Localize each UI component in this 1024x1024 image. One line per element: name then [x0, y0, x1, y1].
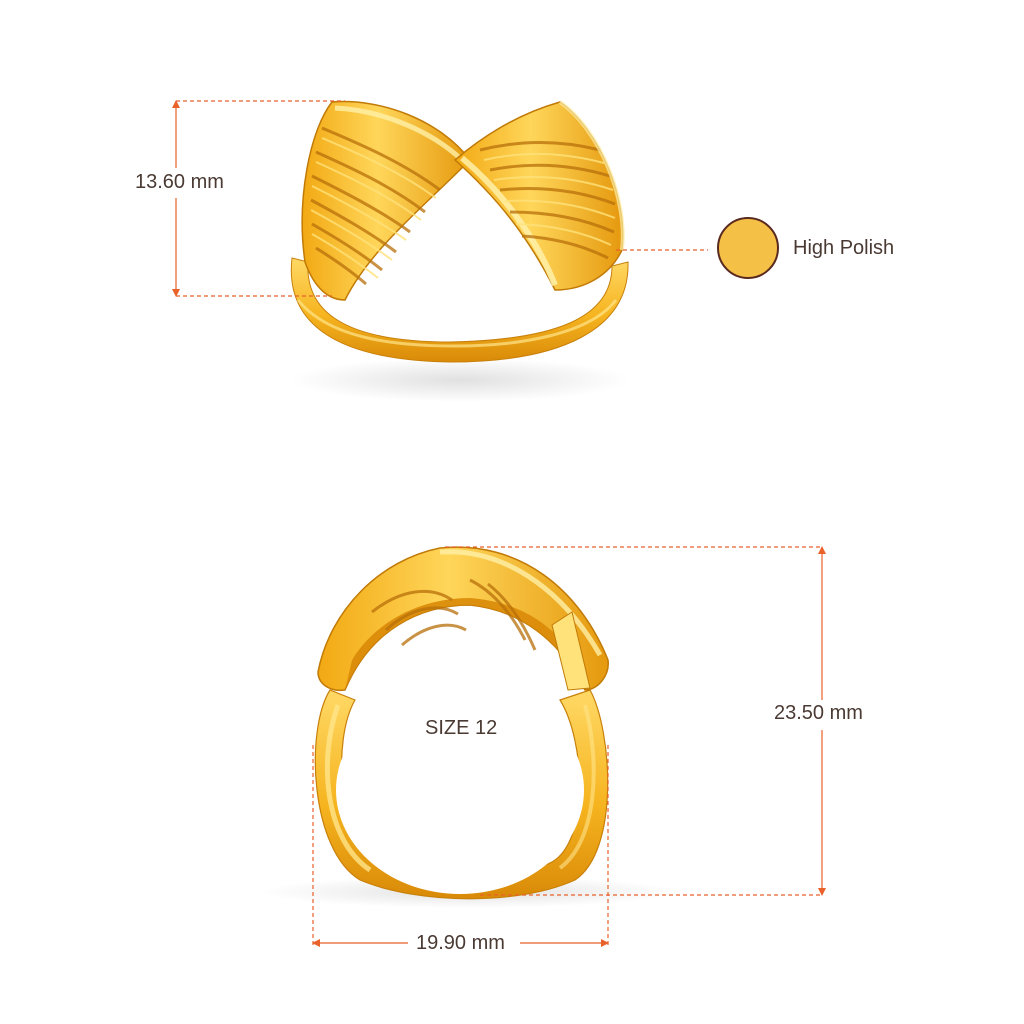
top-view-height-label: 13.60 mm	[131, 170, 228, 194]
finish-swatch	[717, 217, 779, 279]
ring-size-label: SIZE 12	[425, 717, 498, 739]
finish-label: High Polish	[793, 237, 895, 259]
ring-top-view	[290, 100, 630, 402]
dimension-lines	[172, 100, 826, 947]
ring-front-view	[260, 546, 680, 908]
width-label: 19.90 mm	[412, 931, 509, 955]
front-view-height-label: 23.50 mm	[770, 701, 867, 725]
